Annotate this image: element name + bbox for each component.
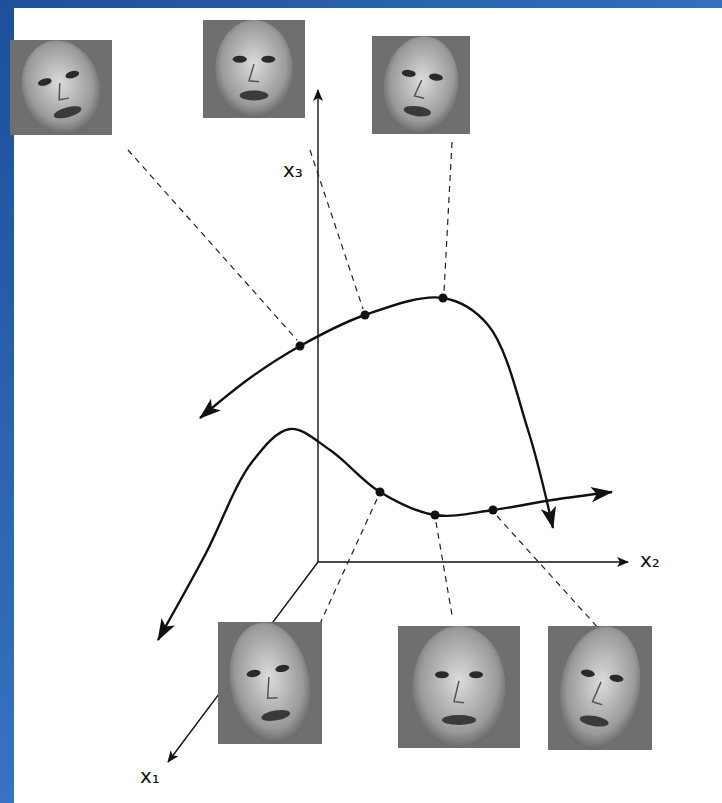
mouth [261, 708, 291, 723]
eye [435, 671, 449, 678]
face-photo [548, 620, 652, 756]
face [220, 616, 319, 750]
mouth [53, 104, 83, 121]
sample-point [431, 511, 440, 520]
mouth [403, 104, 432, 118]
x3-axis [317, 90, 318, 562]
eye [275, 664, 290, 673]
manifold-curve [200, 297, 553, 528]
leader-line [436, 522, 452, 615]
face [550, 620, 649, 756]
leader-lines [128, 142, 600, 630]
face-photo [218, 616, 322, 750]
nose [414, 79, 426, 98]
mouth [240, 90, 269, 100]
axis-label: x₁ [140, 766, 160, 786]
nose [249, 64, 259, 82]
sample-point [361, 311, 370, 320]
eye [429, 73, 444, 82]
sample-point [489, 506, 498, 515]
face-photo [203, 20, 305, 118]
face-photo [10, 32, 112, 144]
leader-line [497, 516, 600, 630]
eye [233, 56, 247, 63]
sample-point [376, 488, 385, 497]
eye [65, 69, 80, 79]
eye [401, 69, 416, 78]
face [11, 32, 110, 144]
leader-line [128, 150, 297, 340]
axis-label: x₂ [640, 550, 660, 570]
photo-ground [203, 20, 305, 118]
sample-point [296, 342, 305, 351]
nose [264, 676, 278, 699]
face-photo [372, 31, 470, 138]
leader-line [310, 150, 363, 309]
eye [580, 669, 595, 678]
leader-line [444, 142, 452, 292]
axis-label: x₃ [283, 160, 303, 180]
face-images [10, 20, 652, 756]
eye [609, 674, 624, 683]
nose [55, 82, 69, 101]
mouth [442, 715, 476, 725]
x2-axis [318, 561, 628, 562]
nose [592, 681, 606, 705]
face [413, 626, 506, 748]
photo-ground [398, 626, 520, 748]
eye [246, 669, 261, 678]
leader-line [318, 499, 377, 628]
eye [37, 77, 52, 87]
eye [469, 671, 483, 678]
manifold-curve [158, 429, 612, 640]
eye [261, 56, 275, 63]
mouth [579, 714, 609, 729]
sample-point [439, 294, 448, 303]
face [215, 20, 293, 118]
nose [454, 681, 464, 703]
face-photo [398, 626, 520, 748]
manifold-curves [158, 294, 612, 641]
face [377, 31, 464, 138]
